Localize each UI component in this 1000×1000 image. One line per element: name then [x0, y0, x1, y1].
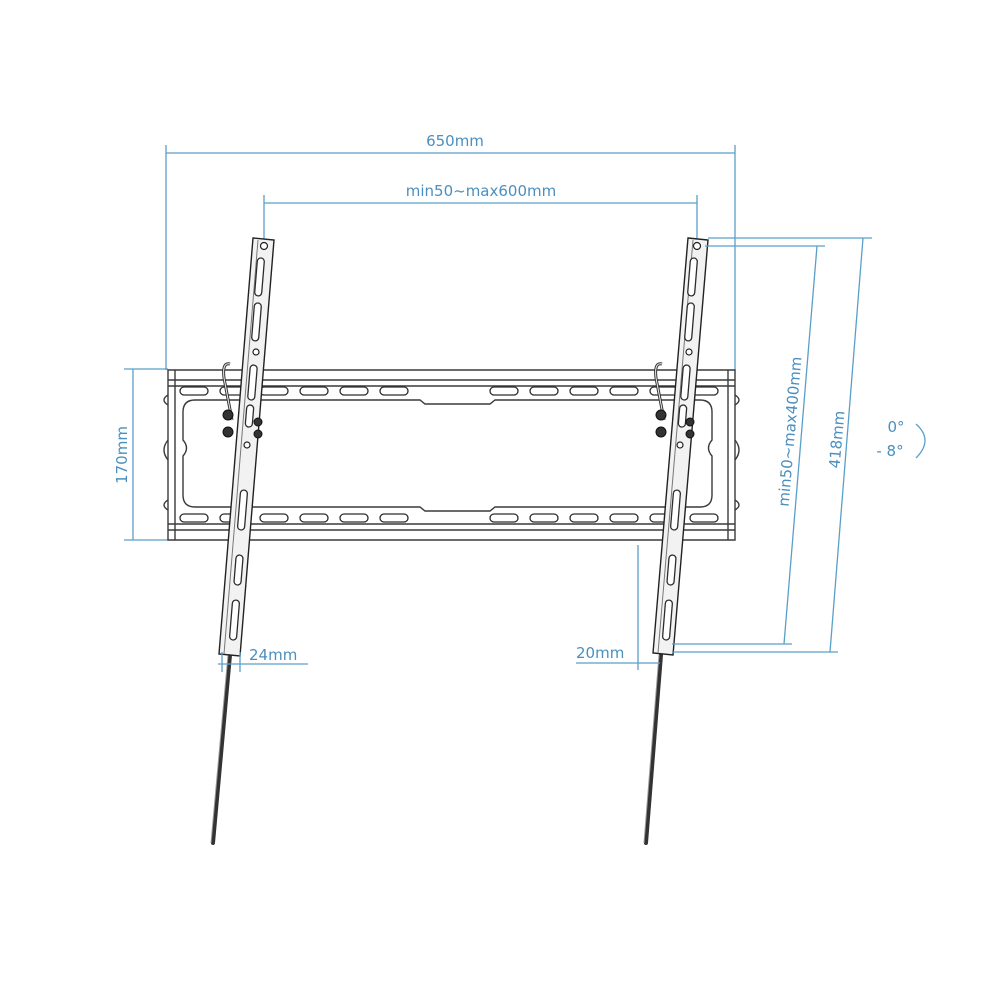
right-mounting-arm — [643, 237, 709, 845]
vesa-vertical-label: min50~max400mm — [774, 356, 805, 507]
left-mounting-arm — [210, 237, 275, 845]
overall-width-dimension: 650mm — [165, 132, 736, 370]
vesa-horizontal-label: min50~max600mm — [406, 182, 556, 200]
overall-width-label: 650mm — [426, 132, 484, 150]
tilt-arc-icon — [915, 423, 926, 459]
plate-height-dimension: 170mm — [113, 368, 168, 541]
left-wall-distance-dimension: 24mm — [218, 646, 308, 672]
plate-height-label: 170mm — [113, 426, 131, 484]
tilt-angle-annotation: 0° - 8° — [876, 418, 926, 460]
tilt-max-label: - 8° — [876, 442, 903, 460]
left-wall-distance-label: 24mm — [249, 646, 297, 664]
tilt-lock-knob-icon — [222, 409, 234, 421]
tilt-min-label: 0° — [887, 418, 904, 436]
right-wall-distance-dimension: 20mm — [576, 545, 660, 670]
right-wall-distance-label: 20mm — [576, 644, 624, 662]
vesa-horizontal-dimension: min50~max600mm — [263, 182, 698, 245]
arm-length-label: 418mm — [826, 410, 849, 469]
bottom-slot-row — [179, 513, 719, 523]
arm-length-dimension: 418mm — [672, 237, 872, 653]
